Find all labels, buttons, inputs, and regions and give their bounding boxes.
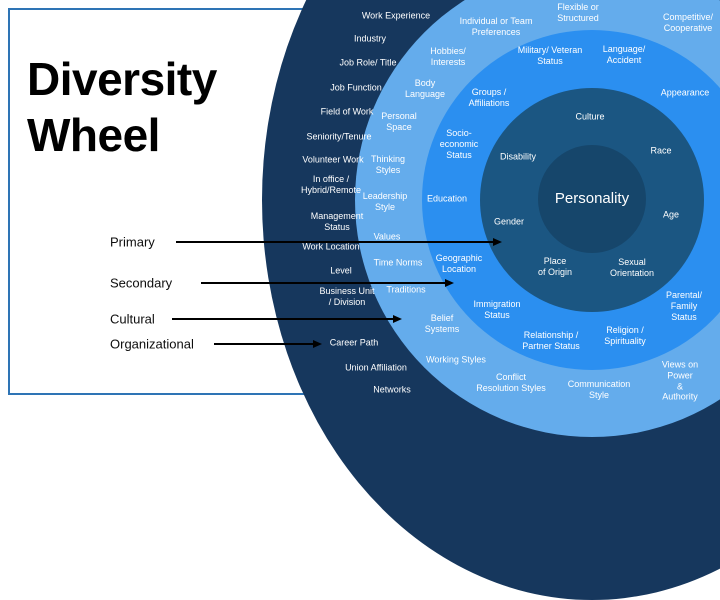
legend-label-secondary: Secondary bbox=[110, 275, 173, 291]
legend-label-organizational: Organizational bbox=[110, 336, 194, 352]
arrow-head-icon bbox=[313, 340, 322, 348]
page-title: Diversity Wheel bbox=[27, 52, 217, 161]
legend-label-cultural: Cultural bbox=[110, 311, 155, 327]
legend-arrow-organizational bbox=[214, 340, 322, 348]
legend-arrow-secondary bbox=[201, 279, 454, 287]
arrow-head-icon bbox=[445, 279, 454, 287]
ring-core bbox=[538, 145, 646, 253]
legend-label-primary: Primary bbox=[110, 234, 155, 250]
legend-arrow-cultural bbox=[172, 315, 402, 323]
arrow-head-icon bbox=[393, 315, 402, 323]
arrow-head-icon bbox=[493, 238, 502, 246]
legend-arrow-primary bbox=[176, 238, 502, 246]
